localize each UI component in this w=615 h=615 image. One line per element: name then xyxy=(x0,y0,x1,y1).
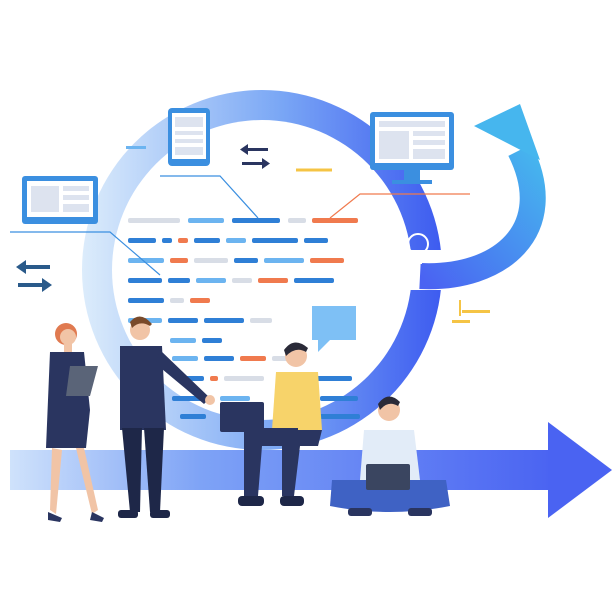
man-presenting xyxy=(118,316,215,518)
man-with-laptop-cross-legged xyxy=(330,396,450,516)
man-with-laptop-sitting xyxy=(220,342,322,506)
tablet-icon xyxy=(168,108,210,166)
woman-with-tablet xyxy=(46,323,104,522)
cycle-arrow-icon xyxy=(419,104,546,290)
chat-bubble-icon xyxy=(312,306,356,352)
connector-lines xyxy=(10,168,470,276)
decor-dash xyxy=(126,146,146,149)
monitor-icon xyxy=(370,112,454,184)
exchange-arrows-icon-left xyxy=(16,260,52,292)
window-icon xyxy=(22,176,98,224)
exchange-arrows-icon xyxy=(240,144,270,169)
yellow-lines xyxy=(452,300,490,323)
lightbulb-icon xyxy=(407,233,429,264)
